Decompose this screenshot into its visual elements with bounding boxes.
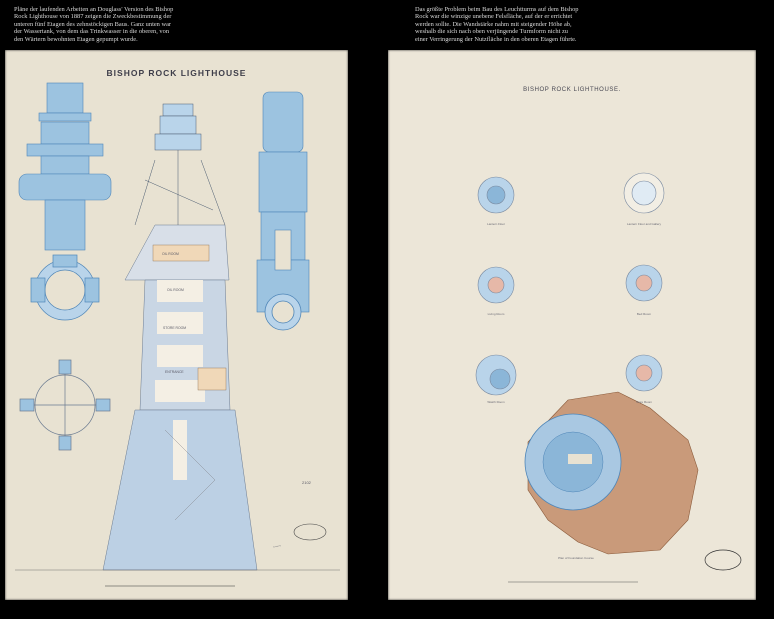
stamp-oval-right — [704, 549, 742, 571]
lantern-elevation — [18, 82, 112, 251]
plan-label-6: Store Room — [635, 400, 652, 404]
stamp-number: 2102 — [302, 480, 311, 485]
caption-right: Das größte Problem beim Bau des Leuchttu… — [415, 6, 579, 43]
floor-plan-5 — [475, 354, 517, 396]
rock-plan-label: Plan of Foundation Course — [558, 556, 594, 560]
tower-section — [102, 224, 258, 571]
caption-left: Pläne der laufenden Arbeiten an Douglass… — [14, 6, 174, 43]
lantern-top — [134, 103, 226, 226]
base-plan-circle — [19, 359, 111, 451]
left-plan-title: BISHOP ROCK LIGHTHOUSE — [106, 68, 247, 78]
floor-plan-6 — [625, 354, 663, 392]
lantern-plan-circle — [30, 254, 100, 321]
floor-plan-3 — [477, 266, 515, 304]
floor-plan-4 — [625, 264, 663, 302]
right-plan-title: BISHOP ROCK LIGHTHOUSE. — [523, 87, 621, 93]
plan-label-1: Lantern Floor — [487, 222, 505, 226]
floor-plan-1 — [477, 176, 515, 214]
left-plan-sheet: BISHOP ROCK LIGHTHOUSE OIL ROOM OIL ROOM… — [5, 50, 348, 600]
plan-label-2: Lantern Floor and Gallery — [626, 222, 662, 226]
plan-label-4: Bed Room — [636, 312, 652, 316]
plan-label-5: Watch Room — [487, 400, 505, 404]
right-plan-drawing — [475, 172, 742, 583]
room-label-2: OIL ROOM — [167, 288, 184, 292]
room-label-1: OIL ROOM — [162, 252, 179, 256]
floor-plan-2 — [623, 172, 665, 214]
right-column-elevation — [256, 91, 310, 313]
left-plan-drawing — [15, 82, 340, 587]
right-plan-sheet: BISHOP ROCK LIGHTHOUSE. Lantern Floor La… — [388, 50, 756, 600]
right-column-plan — [264, 293, 302, 331]
rock-foundation-plan — [524, 391, 699, 555]
room-label-4: ENTRANCE — [165, 370, 184, 374]
plan-label-3: Living Room — [487, 312, 505, 316]
stamp-oval — [293, 523, 327, 541]
room-label-3: STORE ROOM — [163, 326, 187, 330]
